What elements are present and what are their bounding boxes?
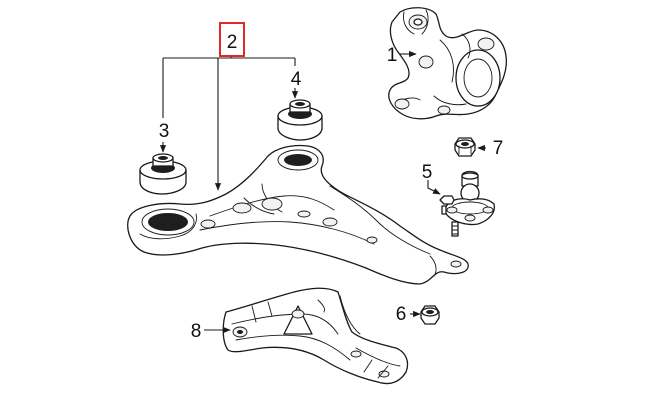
callout-2[interactable]: 2 <box>227 32 238 53</box>
callout-7[interactable]: 7 <box>493 138 504 159</box>
callout-3[interactable]: 3 <box>159 121 170 142</box>
callout-2-highlight-box <box>219 22 245 57</box>
nut-part-7[interactable] <box>454 137 476 157</box>
callout-8[interactable]: 8 <box>191 321 202 342</box>
callout-6[interactable]: 6 <box>396 304 407 325</box>
callout-4[interactable]: 4 <box>291 69 302 90</box>
callout-1[interactable]: 1 <box>387 45 398 66</box>
shield-part-8[interactable] <box>222 287 409 385</box>
nut-part-6[interactable] <box>420 305 440 325</box>
lower-control-arm-part-2[interactable] <box>127 144 469 285</box>
callout-5[interactable]: 5 <box>422 162 433 183</box>
bushing-part-4[interactable] <box>277 99 323 141</box>
bushing-part-3[interactable] <box>139 153 187 195</box>
steering-knuckle-part-1[interactable] <box>388 7 508 120</box>
ball-joint-part-5[interactable] <box>439 170 496 237</box>
